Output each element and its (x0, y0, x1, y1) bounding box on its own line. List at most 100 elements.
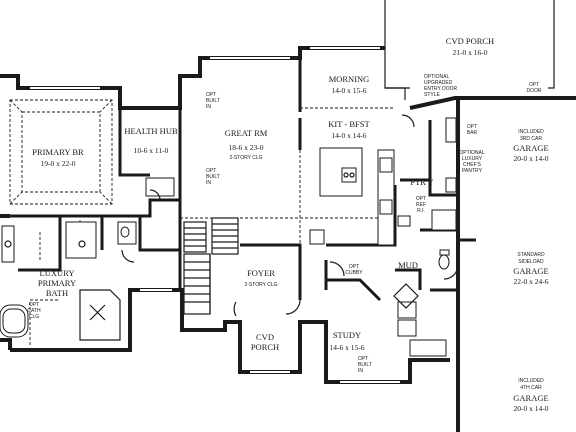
room-label-pantry: PTR'Y (410, 177, 433, 187)
door-swings (121, 114, 459, 317)
staircase (183, 217, 239, 315)
bar-cabinet (397, 117, 457, 231)
svg-text:BAR: BAR (467, 130, 478, 136)
room-note: 3RD CAR (520, 136, 542, 142)
cvd-porch-top-outline (384, 0, 555, 100)
room-label-luxury-bath: LUXURY PRIMARY BATH (38, 268, 76, 298)
room-name: GREAT RM (225, 128, 268, 138)
powder-room-fixtures (117, 177, 450, 270)
room-dims: 10-6 x 11-0 (134, 146, 169, 155)
svg-text:PANTRY: PANTRY (462, 168, 482, 174)
room-name: PTR'Y (410, 177, 433, 187)
room-name: CVD PORCH (446, 36, 494, 46)
room-label-foyer: FOYER 2-STORY CLG (244, 268, 277, 288)
windows (30, 47, 400, 383)
note-opt-door: OPT DOOR (527, 82, 542, 94)
svg-text:OPT: OPT (529, 82, 539, 88)
room-name: MORNING (329, 74, 370, 84)
room-name: GARAGE (513, 393, 548, 403)
note-opt-bar: OPT BAR (467, 124, 478, 136)
note-opt-cubby: OPT CUBBY (345, 264, 363, 276)
room-dims: 21-0 x 16-0 (453, 48, 488, 57)
svg-text:OPTIONAL: OPTIONAL (459, 150, 485, 156)
svg-text:BUILT: BUILT (206, 98, 220, 104)
note-opt-chefs-pantry: OPTIONAL LUXURY CHEF'S PANTRY (459, 150, 485, 174)
note-opt-built-in-top: OPT BUILT IN (206, 92, 220, 110)
room-name: STUDY (333, 330, 361, 340)
room-name-line: PORCH (251, 342, 279, 352)
room-dims: 14-0 x 14-6 (332, 131, 367, 140)
note-opt-cath-clg: OPT CATH CLG (27, 302, 41, 320)
svg-text:OPT: OPT (206, 92, 216, 98)
bath-fixtures (0, 221, 121, 341)
svg-text:OPT: OPT (349, 264, 359, 270)
room-label-garage-main: STANDARD SIDELOAD GARAGE 22-0 x 24-6 (513, 252, 548, 286)
room-dims: 18-6 x 23-0 (229, 143, 264, 152)
svg-text:IN: IN (206, 180, 211, 186)
room-dims: 20-0 x 14-0 (514, 154, 549, 163)
room-label-cvd-porch-front: CVD PORCH (251, 332, 279, 352)
room-dims: 22-0 x 24-6 (514, 277, 549, 286)
note-opt-upgraded-entry-door: OPTIONAL UPGRADED ENTRY DOOR STYLE (424, 74, 458, 98)
svg-text:OPT: OPT (416, 196, 426, 202)
svg-text:IN: IN (358, 368, 363, 374)
room-note: STANDARD (517, 252, 545, 258)
room-note: INCLUDED (518, 378, 544, 384)
room-label-morning: MORNING 14-0 x 15-6 (329, 74, 370, 95)
svg-text:REF: REF (416, 202, 426, 208)
svg-text:ENTRY DOOR: ENTRY DOOR (424, 86, 458, 92)
room-dims: 14-0 x 15-6 (332, 86, 367, 95)
svg-text:OPT: OPT (358, 356, 368, 362)
room-label-kit-bfst: KIT - BFST 14-0 x 14-6 (328, 119, 370, 140)
room-name: PRIMARY BR (32, 147, 84, 157)
svg-text:R.I.: R.I. (417, 208, 425, 214)
svg-text:CLG: CLG (29, 314, 39, 320)
room-name: HEALTH HUB (124, 126, 178, 136)
room-name: MUD (398, 260, 418, 270)
svg-text:CATH: CATH (27, 308, 41, 314)
room-name-line: LUXURY (40, 268, 75, 278)
room-note: SIDELOAD (518, 259, 544, 265)
svg-text:DOOR: DOOR (527, 88, 542, 94)
mud-lockers (393, 283, 447, 357)
room-label-mud: MUD (398, 260, 418, 270)
svg-text:LUXURY: LUXURY (462, 156, 483, 162)
svg-text:OPT: OPT (29, 302, 39, 308)
svg-text:UPGRADED: UPGRADED (424, 80, 453, 86)
svg-text:OPTIONAL: OPTIONAL (424, 74, 450, 80)
room-name-line: PRIMARY (38, 278, 76, 288)
room-note: INCLUDED (518, 129, 544, 135)
svg-text:CUBBY: CUBBY (345, 270, 363, 276)
room-label-garage-3rd: INCLUDED 3RD CAR GARAGE 20-0 x 14-0 (513, 129, 548, 163)
svg-text:OPT: OPT (467, 124, 477, 130)
room-label-garage-4th: INCLUDED 4TH CAR GARAGE 20-0 x 14-0 (513, 378, 548, 413)
room-name: GARAGE (513, 266, 548, 276)
kitchen-island (319, 147, 363, 197)
room-name: FOYER (247, 268, 275, 278)
note-opt-built-in-study: OPT BUILT IN (358, 356, 372, 374)
note-opt-built-in-mid: OPT BUILT IN (206, 168, 220, 186)
svg-text:STYLE: STYLE (424, 92, 441, 98)
room-label-primary-br: PRIMARY BR 19-0 x 22-0 (32, 147, 84, 168)
note-opt-ref: OPT REF R.I. (416, 196, 426, 214)
room-label-study: STUDY 14-6 x 15-6 (330, 330, 365, 352)
room-label-health-hub: HEALTH HUB 10-6 x 11-0 (124, 126, 178, 155)
room-label-cvd-porch-top: CVD PORCH 21-0 x 16-0 (446, 36, 494, 57)
room-name-line: BATH (46, 288, 68, 298)
svg-text:CHEF'S: CHEF'S (463, 162, 482, 168)
svg-text:BUILT: BUILT (206, 174, 220, 180)
room-name-line: CVD (256, 332, 274, 342)
kitchen-counter (309, 149, 395, 246)
svg-text:OPT: OPT (206, 168, 216, 174)
room-note: 4TH CAR (520, 385, 542, 391)
room-note: 2-STORY CLG (229, 155, 262, 161)
room-label-great-rm: GREAT RM 18-6 x 23-0 2-STORY CLG (225, 128, 268, 161)
room-note: 2-STORY CLG (244, 282, 277, 288)
room-name: GARAGE (513, 143, 548, 153)
room-dims: 14-6 x 15-6 (330, 343, 365, 352)
room-name: KIT - BFST (328, 119, 370, 129)
room-dims: 20-0 x 14-0 (514, 404, 549, 413)
svg-text:BUILT: BUILT (358, 362, 372, 368)
room-dims: 19-0 x 22-0 (41, 159, 76, 168)
